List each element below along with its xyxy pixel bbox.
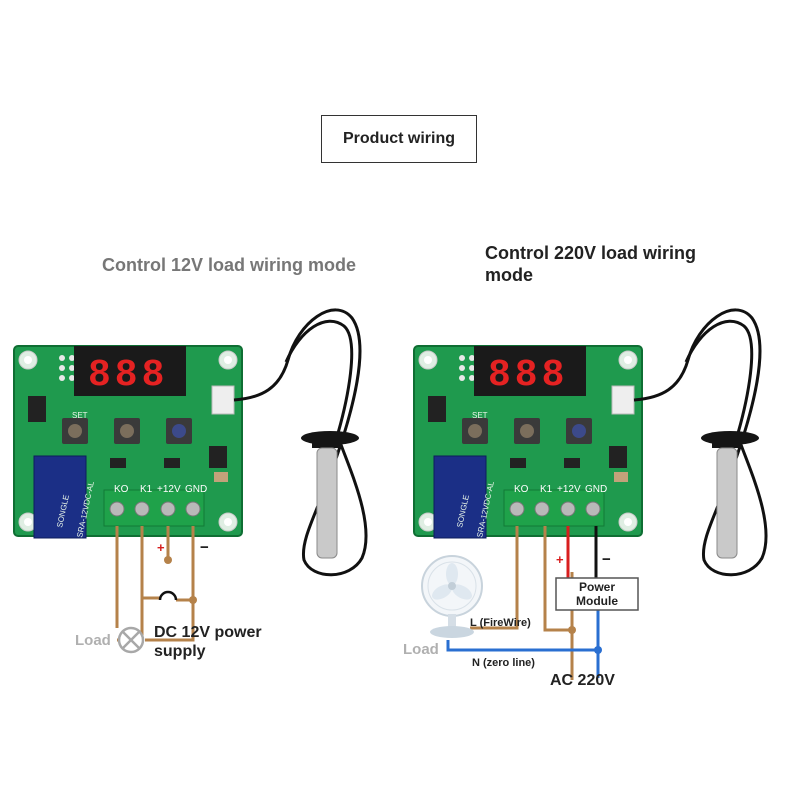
right-sensor-cable-loop — [684, 319, 754, 441]
power-module-label-line1: Power — [579, 580, 615, 594]
left-panel-title: Control 12V load wiring mode — [102, 255, 357, 275]
power-module-box — [555, 577, 639, 611]
right-terminal-label-12v: +12V — [557, 484, 581, 495]
neutral-wire-label: N (zero line) — [472, 657, 535, 669]
right-terminal-label-k1: K1 — [540, 484, 553, 495]
left-terminal-label-12v: +12V — [157, 484, 181, 495]
left-terminal-label-k1: K1 — [140, 484, 153, 495]
left-sensor-cable-loop — [284, 319, 354, 441]
right-terminal-label-k0: KO — [514, 484, 529, 495]
power-module-label-line2: Module — [576, 594, 618, 608]
right-minus-sign: − — [602, 551, 611, 568]
right-sensor-sleeve-body — [712, 438, 742, 448]
right-terminal-label-gnd: GND — [585, 484, 607, 495]
left-load-lamp-icon — [117, 626, 145, 654]
fan-load-icon — [421, 555, 483, 638]
left-set-label: SET — [72, 411, 88, 420]
left-sensor-sleeve-body — [312, 438, 342, 448]
left-plus-sign: + — [157, 540, 165, 555]
page-title: Product wiring — [321, 115, 477, 163]
left-supply-label-line1: DC 12V power — [154, 624, 262, 641]
right-display-digits: 888 — [488, 354, 568, 397]
left-display-digits: 888 — [88, 354, 168, 397]
live-wire-label: L (FireWire) — [470, 617, 531, 629]
right-load-wires — [446, 526, 600, 680]
right-load-label: Load — [403, 641, 439, 658]
left-wire-crossover — [158, 590, 178, 601]
left-load-label: Load — [75, 632, 111, 649]
right-sensor-probe — [716, 447, 738, 559]
left-terminal-label-k0: KO — [114, 484, 129, 495]
right-panel-title: Control 220V load wiring mode — [485, 243, 697, 285]
left-terminal-label-gnd: GND — [185, 484, 207, 495]
right-set-label: SET — [472, 411, 488, 420]
left-sensor-probe — [316, 447, 338, 559]
left-supply-label-line2: supply — [154, 643, 206, 660]
ac-220v-label: AC 220V — [550, 672, 615, 689]
left-minus-sign: − — [200, 539, 209, 556]
right-plus-sign: + — [556, 552, 564, 567]
